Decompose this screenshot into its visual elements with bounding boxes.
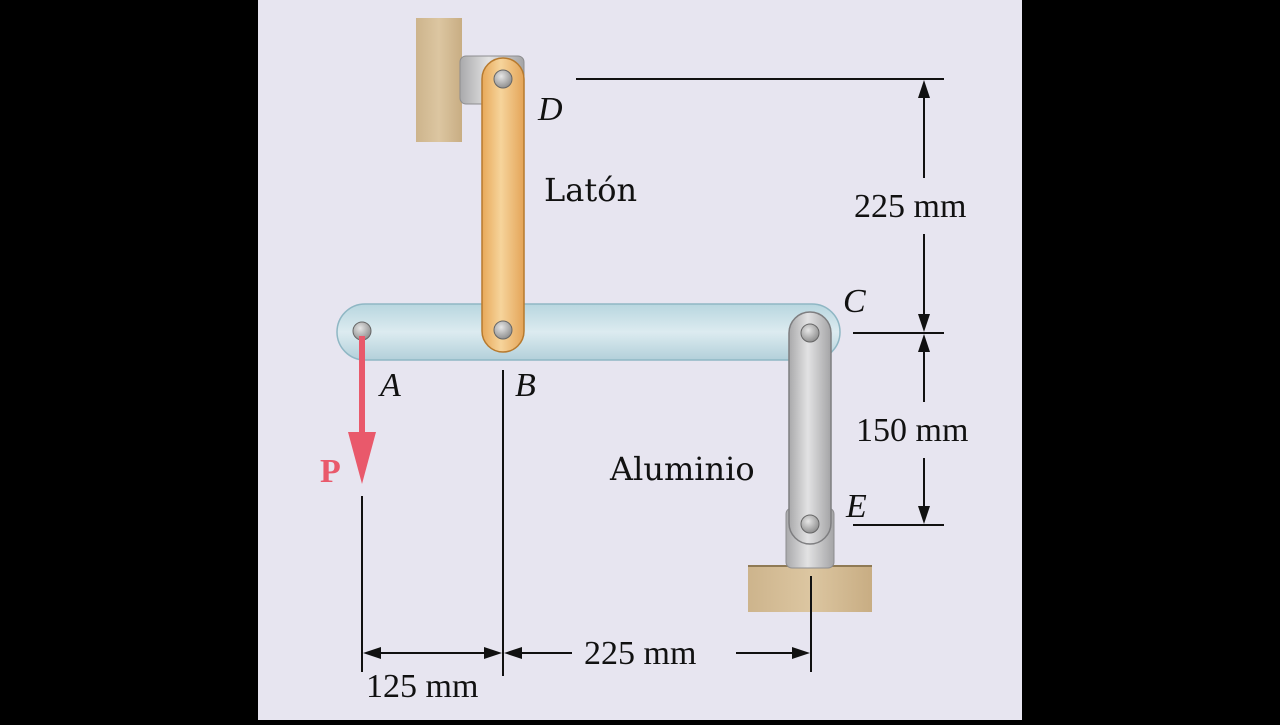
label-point-a: A xyxy=(378,367,401,404)
pin-c xyxy=(800,323,820,343)
dimension-ce: 150 mm xyxy=(856,412,968,449)
top-wall-support xyxy=(416,18,462,142)
pin-d xyxy=(493,69,513,89)
arrowhead-ab-right xyxy=(484,647,502,659)
label-point-c: C xyxy=(843,283,866,320)
rigid-beam-abc xyxy=(336,303,841,361)
pin-b xyxy=(493,320,513,340)
dimension-bc: 225 mm xyxy=(584,635,696,672)
arrowhead-bc-right xyxy=(792,647,810,659)
brass-link-db xyxy=(481,57,525,353)
label-point-e: E xyxy=(845,488,867,525)
aluminum-link-ce xyxy=(788,311,832,545)
pin-e xyxy=(800,514,820,534)
dimension-lines xyxy=(361,78,944,676)
arrowhead-dc-bottom xyxy=(918,314,930,332)
label-aluminum: Aluminio xyxy=(609,450,755,488)
arrowhead-ce-top xyxy=(918,334,930,352)
arrowhead-dc-top xyxy=(918,80,930,98)
dimension-ab: 125 mm xyxy=(366,668,478,705)
arrowhead-ab-left xyxy=(363,647,381,659)
label-point-b: B xyxy=(515,367,536,404)
label-brass: Latón xyxy=(544,171,637,209)
dimension-dc: 225 mm xyxy=(854,188,966,225)
dimension-arrowheads xyxy=(363,80,930,659)
arrowhead-bc-left xyxy=(504,647,522,659)
arrowhead-ce-bottom xyxy=(918,506,930,524)
label-load-p: P xyxy=(320,453,341,490)
label-point-d: D xyxy=(537,91,563,128)
load-arrow-head xyxy=(348,432,376,484)
